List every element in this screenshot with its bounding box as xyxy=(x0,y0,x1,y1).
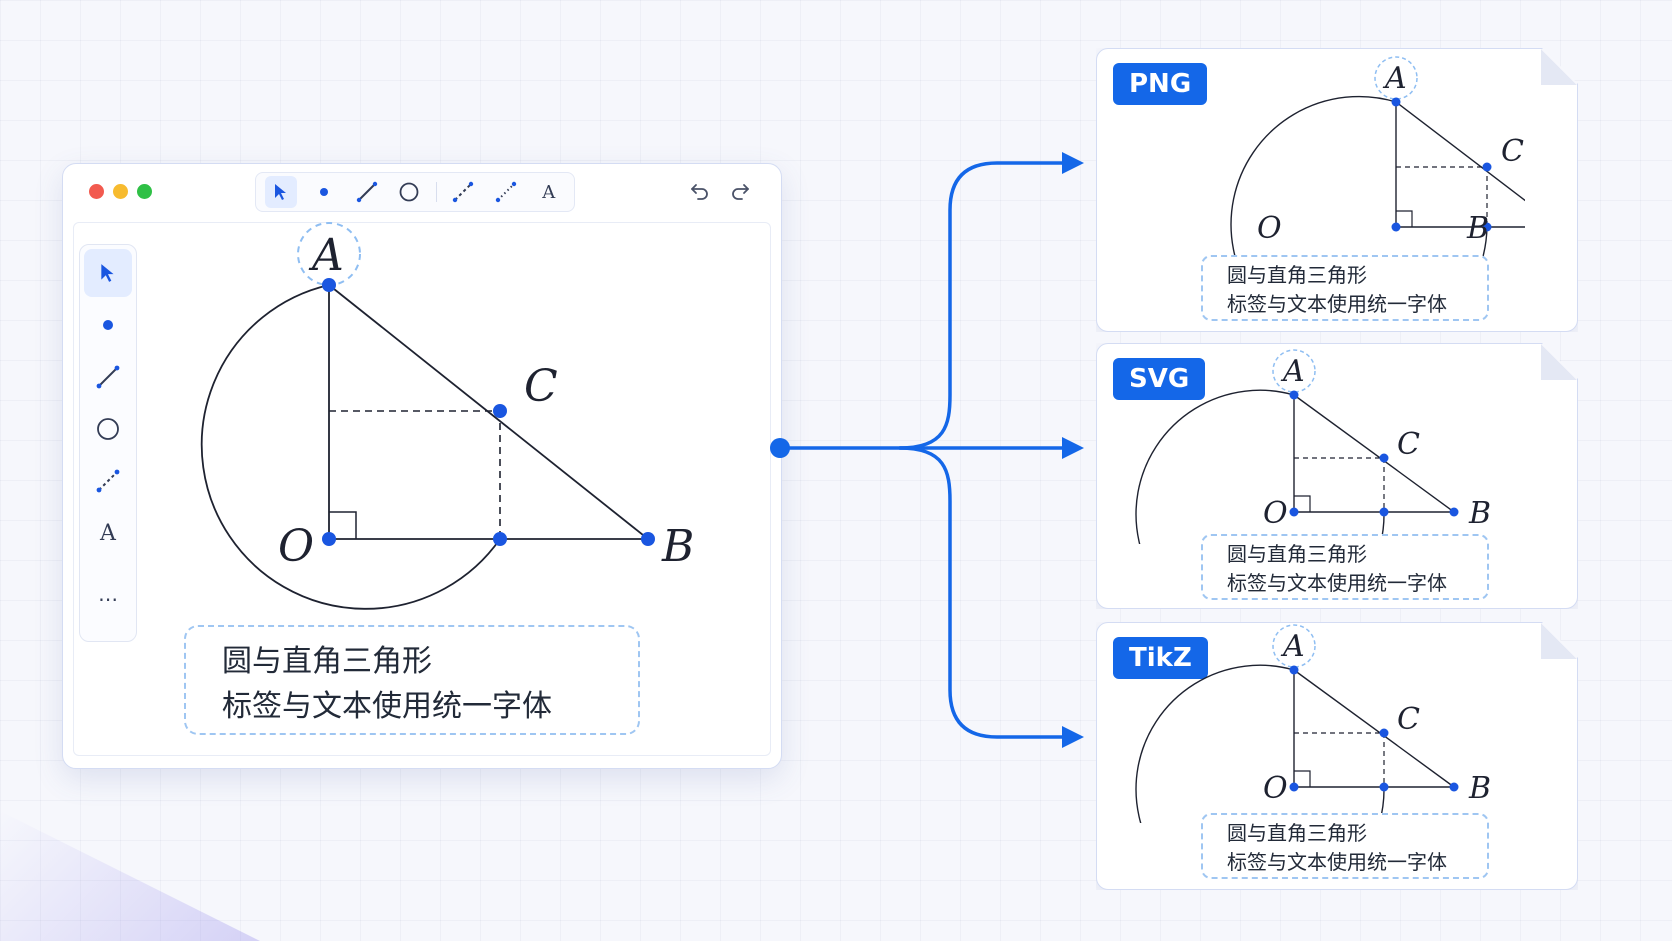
svg-caption-line-1: 圆与直角三角形 xyxy=(1227,542,1367,566)
png-label-o: O xyxy=(1257,211,1282,246)
png-label-b: B xyxy=(1466,211,1489,246)
redo-icon xyxy=(732,184,749,200)
maximize-window-button[interactable] xyxy=(137,184,152,199)
circle-tool-button[interactable] xyxy=(393,176,425,208)
pointer-tool-button[interactable] xyxy=(265,176,298,208)
side-pointer-tool-button[interactable] xyxy=(84,249,132,297)
point-tool-button[interactable] xyxy=(308,176,340,208)
undo-icon xyxy=(691,184,708,200)
png-caption-box: 圆与直角三角形 标签与文本使用统一字体 xyxy=(1201,255,1489,321)
svg-label-a: A xyxy=(1280,354,1305,389)
connector-to-png xyxy=(898,161,1064,450)
point-icon xyxy=(103,320,113,330)
tikz-preview-figure: A C O B xyxy=(1097,623,1577,823)
png-caption-line-2: 标签与文本使用统一字体 xyxy=(1227,292,1447,316)
tikz-label-b: B xyxy=(1468,771,1491,806)
top-toolbar: A xyxy=(255,172,575,212)
circle-arc xyxy=(200,284,501,610)
caption-line-2: 标签与文本使用统一字体 xyxy=(222,689,552,724)
point-c[interactable] xyxy=(493,404,507,418)
minimize-window-button[interactable] xyxy=(113,184,128,199)
dashed-segment-icon xyxy=(453,181,474,203)
label-c[interactable]: C xyxy=(524,361,558,412)
format-badge-tikz: TikZ xyxy=(1113,637,1208,679)
segment-tool-button[interactable] xyxy=(351,176,383,208)
png-label-a: A xyxy=(1382,61,1407,96)
figure-caption-box[interactable]: 圆与直角三角形 标签与文本使用统一字体 xyxy=(184,625,640,735)
label-b[interactable]: B xyxy=(661,521,694,572)
label-o[interactable]: O xyxy=(278,521,314,572)
png-labels-overlay: O B xyxy=(1097,49,1577,259)
svg-caption-box: 圆与直角三角形 标签与文本使用统一字体 xyxy=(1201,534,1489,600)
point-a[interactable] xyxy=(322,278,336,292)
side-toolbar: A ⋯ xyxy=(79,244,137,642)
png-label-c: C xyxy=(1501,134,1524,169)
tikz-label-c: C xyxy=(1397,702,1420,737)
dashed-segment-icon xyxy=(96,469,120,493)
dotted-segment-icon xyxy=(495,181,517,203)
svg-label-b: B xyxy=(1468,496,1491,531)
close-window-button[interactable] xyxy=(89,184,104,199)
format-badge-svg: SVG xyxy=(1113,358,1205,400)
cursor-icon xyxy=(101,264,114,282)
arrowhead-svg xyxy=(1062,437,1084,459)
tikz-label-o: O xyxy=(1263,771,1288,806)
png-preview-figure: A C xyxy=(1205,49,1525,259)
format-badge-png: PNG xyxy=(1113,63,1207,105)
history-controls xyxy=(687,178,753,204)
export-card-svg[interactable]: SVG A C O B 圆与直角三角形 标签与文本使用统一字体 xyxy=(1096,343,1578,609)
svg-label-c: C xyxy=(1397,427,1420,462)
tikz-caption-line-1: 圆与直角三角形 xyxy=(1227,821,1367,845)
side-point-tool-button[interactable] xyxy=(84,301,132,349)
segment-ab xyxy=(328,284,649,540)
circle-icon xyxy=(97,418,119,440)
label-a[interactable]: A xyxy=(308,230,344,281)
side-segment-tool-button[interactable] xyxy=(84,353,132,401)
undo-button[interactable] xyxy=(687,178,713,204)
arrowhead-tikz xyxy=(1062,726,1084,748)
png-caption-line-1: 圆与直角三角形 xyxy=(1227,263,1367,287)
connector-to-tikz xyxy=(898,446,1064,739)
text-tool-button[interactable]: A xyxy=(542,181,556,203)
side-text-tool-button[interactable]: A xyxy=(100,520,116,546)
svg-label-o: O xyxy=(1263,496,1288,531)
tikz-label-a: A xyxy=(1280,629,1305,664)
corner-decoration xyxy=(0,811,260,941)
svg-preview-figure: A C O B xyxy=(1097,344,1577,544)
perpendicular-tool-button[interactable] xyxy=(490,176,522,208)
segment-icon xyxy=(356,181,377,203)
circle-icon xyxy=(399,182,419,202)
side-dashed-segment-tool-button[interactable] xyxy=(84,457,132,505)
side-more-tools-button[interactable]: ⋯ xyxy=(98,587,118,611)
export-card-png[interactable]: PNG A C O B 圆与直角三角形 标签与文本使用统一字体 xyxy=(1096,48,1578,332)
point-b[interactable] xyxy=(641,532,655,546)
cursor-icon xyxy=(275,184,287,200)
svg-caption-line-2: 标签与文本使用统一字体 xyxy=(1227,571,1447,595)
point-icon xyxy=(319,188,328,196)
toolbar-separator xyxy=(435,182,437,202)
point-foot[interactable] xyxy=(493,532,507,546)
segment-icon xyxy=(96,365,120,389)
export-card-tikz[interactable]: TikZ A C O B 圆与直角三角形 标签与文本使用统一字体 xyxy=(1096,622,1578,890)
tikz-caption-line-2: 标签与文本使用统一字体 xyxy=(1227,850,1447,874)
side-circle-tool-button[interactable] xyxy=(84,405,132,453)
arrowhead-png xyxy=(1062,152,1084,174)
redo-button[interactable] xyxy=(727,178,753,204)
dashed-segment-tool-button[interactable] xyxy=(447,176,479,208)
right-angle-marker xyxy=(329,511,357,539)
tikz-caption-box: 圆与直角三角形 标签与文本使用统一字体 xyxy=(1201,813,1489,879)
main-geometry-figure[interactable]: A C O B xyxy=(170,210,710,630)
point-o[interactable] xyxy=(322,532,336,546)
caption-line-1: 圆与直角三角形 xyxy=(222,644,432,679)
